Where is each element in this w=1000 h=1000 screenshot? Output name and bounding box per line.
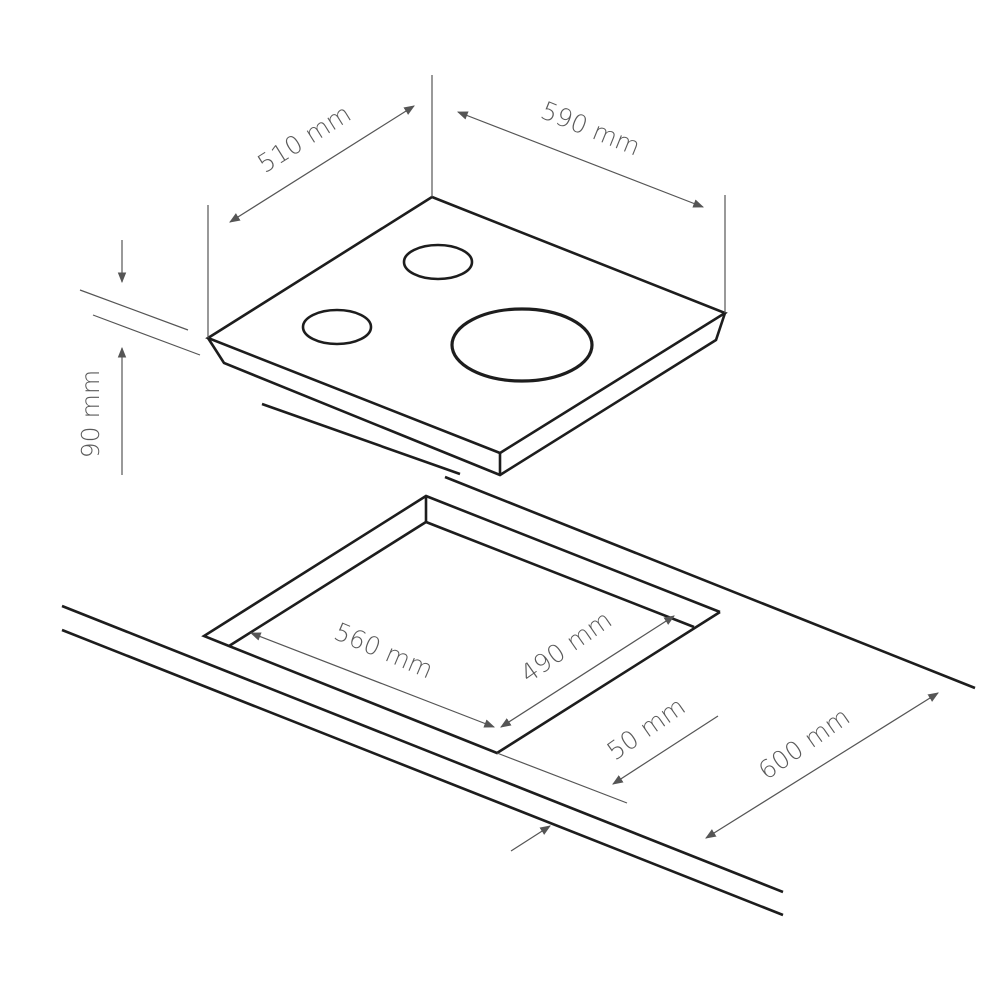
counter-depth-arrow <box>705 692 939 839</box>
counter-front-bottom-edge <box>61 628 784 917</box>
cutout-width-label: 560 mm <box>330 617 437 684</box>
countertop <box>61 475 976 917</box>
cutout-outline <box>201 494 721 755</box>
hob-depth-label: 510 mm <box>252 99 356 179</box>
cutout-depth-arrow <box>500 615 675 728</box>
hob-side-edge <box>206 312 727 477</box>
cutout-width-arrow <box>249 632 496 728</box>
cutout-dimensions: 560 mm 490 mm 50 mm 600 mm <box>249 605 939 852</box>
burner-large <box>450 307 594 383</box>
counter-depth-label: 600 mm <box>753 702 855 786</box>
hob <box>205 195 728 477</box>
burner-small-back <box>402 243 474 281</box>
front-margin-arrow-lower <box>510 825 551 852</box>
cutout-depth-label: 490 mm <box>515 605 617 689</box>
hob-height-label: 90 mm <box>76 370 105 458</box>
depth-arrow <box>229 105 415 223</box>
extension-line <box>92 314 201 356</box>
extension-line <box>496 752 628 804</box>
counter-back-edge <box>444 475 976 690</box>
front-margin-label: 50 mm <box>602 692 691 766</box>
burner-small-left <box>301 308 373 346</box>
cutout-inner-wall <box>228 520 695 648</box>
extension-line <box>79 289 189 331</box>
front-margin-arrow <box>612 715 719 785</box>
hob-top-face <box>205 195 728 455</box>
hob-underside-line <box>261 402 461 476</box>
hob-width-label: 590 mm <box>537 96 645 162</box>
counter-front-top-edge <box>61 604 784 894</box>
width-arrow <box>456 111 705 208</box>
